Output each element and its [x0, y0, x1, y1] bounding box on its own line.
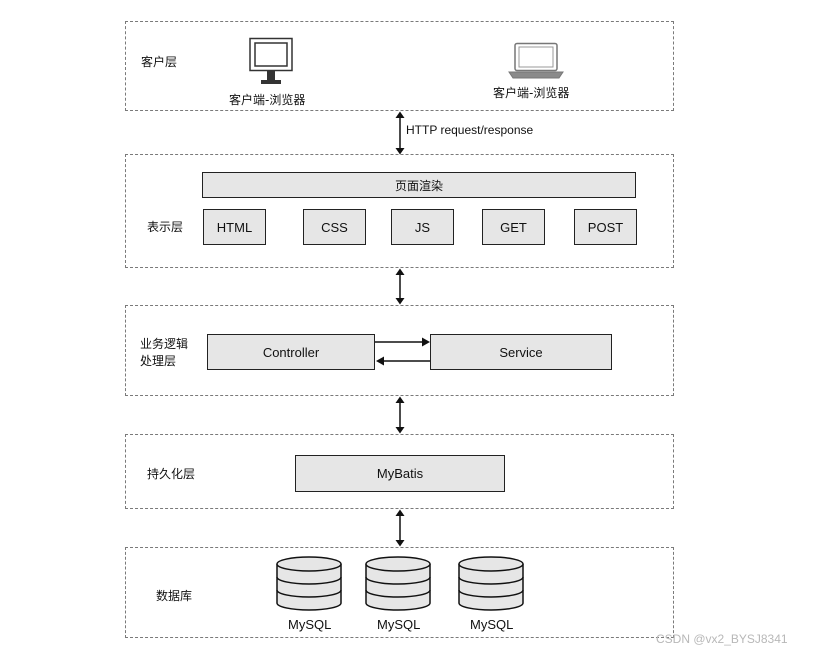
database-label-1: MySQL	[288, 617, 332, 632]
client-layer	[125, 21, 674, 111]
html-box: HTML	[203, 209, 266, 245]
database-layer	[125, 547, 674, 638]
database-label-2: MySQL	[377, 617, 421, 632]
presentation-layer-label: 表示层	[147, 220, 184, 234]
presentation-business-arrow	[395, 268, 405, 305]
persistence-layer-label: 持久化层	[147, 467, 196, 481]
get-box: GET	[482, 209, 545, 245]
database-layer-label: 数据库	[156, 589, 193, 603]
client-layer-label: 客户层	[141, 55, 178, 69]
controller-box: Controller	[207, 334, 375, 370]
page-render-box: 页面渲染	[202, 172, 636, 198]
csdn-watermark: CSDN @vx2_BYSJ8341	[656, 632, 788, 646]
business-persistence-arrow	[395, 396, 405, 434]
business-logic-layer-label: 业务逻辑 处理层	[140, 337, 189, 368]
service-to-controller-arrow	[376, 356, 430, 366]
service-box: Service	[430, 334, 612, 370]
database-cylinder-icon	[276, 556, 342, 611]
client-browser-label-1: 客户端-浏览器	[229, 93, 306, 107]
http-connection-label: HTTP request/response	[406, 123, 534, 137]
laptop-icon	[508, 42, 564, 79]
js-box: JS	[391, 209, 454, 245]
presentation-layer	[125, 154, 674, 268]
database-cylinder-icon	[458, 556, 524, 611]
controller-to-service-arrow	[375, 337, 430, 347]
database-cylinder-icon	[365, 556, 431, 611]
css-box: CSS	[303, 209, 366, 245]
persistence-layer	[125, 434, 674, 509]
persistence-database-arrow	[395, 509, 405, 547]
database-label-3: MySQL	[470, 617, 514, 632]
client-browser-label-2: 客户端-浏览器	[493, 86, 570, 100]
post-box: POST	[574, 209, 637, 245]
http-bidirectional-arrow	[395, 111, 405, 155]
desktop-monitor-icon	[249, 37, 293, 84]
mybatis-box: MyBatis	[295, 455, 505, 492]
business-logic-layer	[125, 305, 674, 396]
